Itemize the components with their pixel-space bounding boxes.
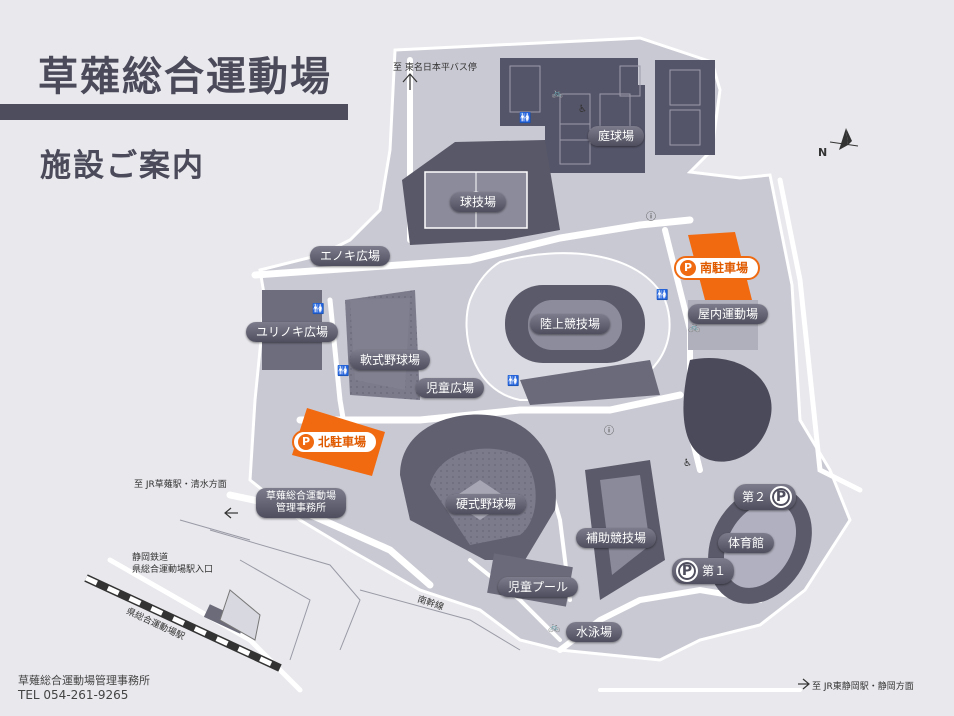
restroom-icon: 🚻	[337, 366, 350, 377]
label-office-line1: 草薙総合運動場	[266, 491, 336, 502]
label-tennis[interactable]: 庭球場	[588, 126, 645, 146]
label-kids-pool[interactable]: 児童プール	[498, 577, 579, 597]
label-parking-no2[interactable]: 第２ P	[734, 484, 797, 510]
bicycle-icon: 🚲	[551, 88, 564, 99]
parking-no2-text: 第２	[742, 490, 767, 504]
page-subtitle: 施設ご案内	[40, 148, 205, 184]
restroom-icon: 🚻	[507, 376, 520, 387]
label-swimming[interactable]: 水泳場	[566, 622, 623, 642]
label-hardball[interactable]: 硬式野球場	[446, 494, 527, 514]
info-icon: ⓘ	[604, 426, 614, 437]
label-office[interactable]: 草薙総合運動場 管理事務所	[256, 488, 346, 518]
title-divider	[0, 104, 348, 120]
label-indoor[interactable]: 屋内運動場	[688, 304, 769, 324]
label-south-parking[interactable]: P 南駐車場	[674, 256, 761, 280]
parking-icon: P	[676, 560, 698, 582]
accessible-icon: ♿	[578, 104, 587, 115]
lower-left-paths	[179, 519, 521, 661]
label-sub-track[interactable]: 補助競技場	[576, 528, 657, 548]
parking-icon: P	[680, 260, 696, 276]
label-parking-no1[interactable]: P 第１	[672, 558, 735, 584]
bicycle-icon: 🚲	[688, 322, 701, 333]
restroom-icon: 🚻	[656, 290, 669, 301]
softball-shape	[345, 290, 420, 400]
direction-jr-higashi: 至 JR東静岡駅・静岡方面	[812, 682, 914, 692]
accessible-icon: ♿	[683, 458, 692, 469]
label-north-parking[interactable]: P 北駐車場	[292, 430, 379, 454]
compass-label: N	[818, 146, 828, 159]
north-parking-text: 北駐車場	[318, 435, 367, 449]
railway-entrance-label: 静岡鉄道 県総合運動場駅入口	[132, 552, 213, 576]
parking-no1-text: 第１	[702, 564, 727, 578]
pond	[683, 358, 772, 462]
direction-jr-kusanagi: 至 JR草薙駅・清水方面	[134, 480, 227, 490]
south-parking-text: 南駐車場	[700, 261, 749, 275]
label-office-line2: 管理事務所	[276, 503, 326, 514]
restroom-icon: 🚻	[519, 113, 532, 124]
parking-icon: P	[770, 486, 793, 508]
label-yurinoki[interactable]: ユリノキ広場	[246, 322, 339, 342]
label-softball[interactable]: 軟式野球場	[350, 350, 431, 370]
label-enoki[interactable]: エノキ広場	[310, 246, 391, 266]
railway-name: 静岡鉄道	[132, 553, 169, 563]
label-kids-plaza[interactable]: 児童広場	[416, 378, 485, 398]
railway-entrance: 県総合運動場駅入口	[132, 565, 214, 575]
bicycle-icon: 🚲	[548, 622, 561, 633]
label-gym[interactable]: 体育館	[718, 533, 775, 553]
restroom-icon: 🚻	[312, 304, 325, 315]
footer-tel: TEL 054-261-9265	[18, 688, 129, 702]
direction-arrows	[224, 73, 810, 690]
railway	[84, 574, 282, 672]
page-title: 草薙総合運動場	[38, 54, 332, 100]
label-athletics[interactable]: 陸上競技場	[530, 314, 611, 334]
compass-icon	[829, 128, 859, 150]
info-icon: ⓘ	[646, 212, 656, 223]
direction-tomei-bus: 至 東名日本平バス停	[393, 63, 477, 73]
footer-office: 草薙総合運動場管理事務所	[18, 674, 150, 687]
tennis-courts	[500, 58, 715, 173]
label-ballfield[interactable]: 球技場	[450, 192, 507, 212]
parking-icon: P	[298, 434, 314, 450]
